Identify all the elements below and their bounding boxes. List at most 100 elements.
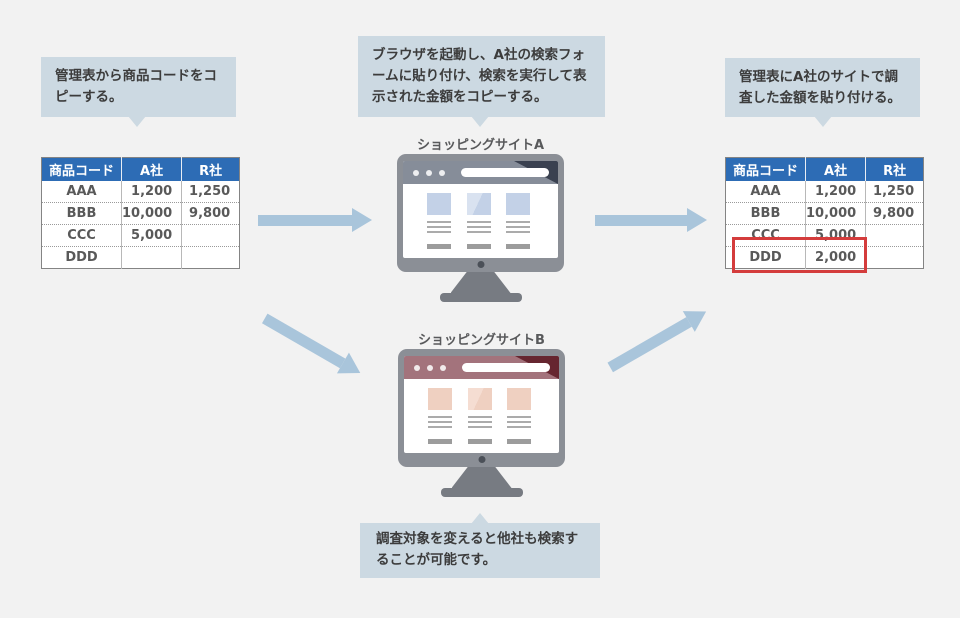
arrow-shaft <box>258 214 352 226</box>
column-header: 商品コード <box>41 157 122 181</box>
cell-price-r: 1,250 <box>865 181 924 203</box>
table-header-row: 商品コード A社 R社 <box>41 157 240 181</box>
search-bar-icon <box>462 363 550 372</box>
browser-dot-icon <box>440 364 446 371</box>
arrow-head <box>687 208 707 232</box>
cell-code: DDD <box>725 246 806 269</box>
button-bar <box>466 244 491 249</box>
cell-price-r: 1,250 <box>181 181 240 203</box>
cell-price-a: 2,000 <box>804 246 866 269</box>
callout-pointer-up <box>471 513 489 524</box>
text-line <box>506 226 530 228</box>
cell-price-a: 10,000 <box>804 202 866 225</box>
content-column <box>428 388 452 444</box>
monitor-base <box>439 293 522 302</box>
cell-code: CCC <box>41 224 122 247</box>
content-column <box>467 388 492 444</box>
table-row: BBB 10,000 9,800 <box>41 202 240 225</box>
callout-pointer-down <box>128 116 146 127</box>
content-column <box>507 388 531 444</box>
arrow-site-b-to-table <box>604 301 713 377</box>
monitor-base <box>440 488 523 497</box>
highlight-box-ddd <box>732 237 867 273</box>
table-row: AAA 1,200 1,250 <box>725 181 924 203</box>
cell-price-r <box>181 246 240 269</box>
browser-dot-icon <box>439 169 445 176</box>
monitor-site-a <box>397 154 564 302</box>
search-bar-icon <box>461 168 549 177</box>
monitor-bezel <box>398 349 565 467</box>
cell-price-a: 1,200 <box>120 181 182 203</box>
monitor-bezel <box>397 154 564 272</box>
button-bar <box>506 244 530 249</box>
cell-price-a: 1,200 <box>804 181 866 203</box>
text-line <box>466 226 491 228</box>
thumbnail <box>466 193 491 215</box>
table-row: CCC 5,000 <box>41 224 240 247</box>
callout-pointer-down <box>814 116 832 127</box>
cell-price-a: 5,000 <box>120 224 182 247</box>
text-line <box>466 221 491 223</box>
text-line <box>467 416 492 418</box>
arrow-table-to-site-a <box>258 208 372 232</box>
callout-other-sites: 調査対象を変えると他社も検索することが可能です。 <box>360 523 600 578</box>
callout-paste-price: 管理表にA社のサイトで調査した金額を貼り付ける。 <box>725 58 920 117</box>
text-line <box>428 426 452 428</box>
callout-search-site-a: ブラウザを起動し、A社の検索フォームに貼り付け、検索を実行して表示された金額をコ… <box>358 36 605 117</box>
cell-price-r: 9,800 <box>865 202 924 225</box>
content-column <box>466 193 491 249</box>
callout-pointer-down <box>471 116 489 127</box>
webcam-dot-icon <box>477 261 484 268</box>
callout-paste-price-text: 管理表にA社のサイトで調査した金額を貼り付ける。 <box>739 69 901 106</box>
arrow-table-to-site-b <box>259 308 367 384</box>
thumbnail <box>467 388 492 410</box>
browser-dot-icon <box>414 364 420 371</box>
arrow-site-a-to-table <box>595 208 707 232</box>
browser-dot-icon <box>427 364 433 371</box>
text-line <box>466 231 491 233</box>
text-line <box>467 421 492 423</box>
table-row: DDD <box>41 246 240 269</box>
text-line <box>427 226 451 228</box>
table-header-row: 商品コード A社 R社 <box>725 157 924 181</box>
arrow-shaft <box>607 316 692 372</box>
button-bar <box>427 244 451 249</box>
table-row: AAA 1,200 1,250 <box>41 181 240 203</box>
table-row: DDD 2,000 <box>725 246 924 269</box>
callout-copy-code: 管理表から商品コードをコピーする。 <box>41 57 236 117</box>
column-header: 商品コード <box>725 157 806 181</box>
monitor-neck <box>451 467 512 488</box>
text-line <box>467 426 492 428</box>
cell-price-a <box>120 246 182 269</box>
monitor-screen <box>403 161 558 258</box>
cell-price-r <box>865 246 924 269</box>
page-content <box>404 379 559 444</box>
text-line <box>506 231 530 233</box>
cell-code: AAA <box>725 181 806 203</box>
column-header: A社 <box>120 157 182 181</box>
callout-other-sites-text: 調査対象を変えると他社も検索することが可能です。 <box>376 531 579 568</box>
browser-bar <box>404 356 559 379</box>
arrow-head <box>352 208 372 232</box>
text-line <box>427 221 451 223</box>
column-header: R社 <box>181 157 240 181</box>
text-line <box>506 221 530 223</box>
cell-price-a: 10,000 <box>120 202 182 225</box>
text-line <box>507 421 531 423</box>
site-a-label: ショッピングサイトA <box>416 138 545 153</box>
webcam-dot-icon <box>478 456 485 463</box>
text-line <box>427 231 451 233</box>
text-line <box>507 416 531 418</box>
arrow-shaft <box>262 313 346 368</box>
thumbnail <box>506 193 530 215</box>
browser-dot-icon <box>426 169 432 176</box>
cell-code: BBB <box>725 202 806 225</box>
table-products-after: 商品コード A社 R社 AAA 1,200 1,250 BBB 10,000 9… <box>725 157 925 269</box>
cell-code: DDD <box>41 246 122 269</box>
cell-price-r <box>865 224 924 247</box>
table-products-before: 商品コード A社 R社 AAA 1,200 1,250 BBB 10,000 9… <box>41 157 241 269</box>
page-content <box>403 184 558 249</box>
cell-code: CCC <box>725 224 806 247</box>
cell-code: BBB <box>41 202 122 225</box>
